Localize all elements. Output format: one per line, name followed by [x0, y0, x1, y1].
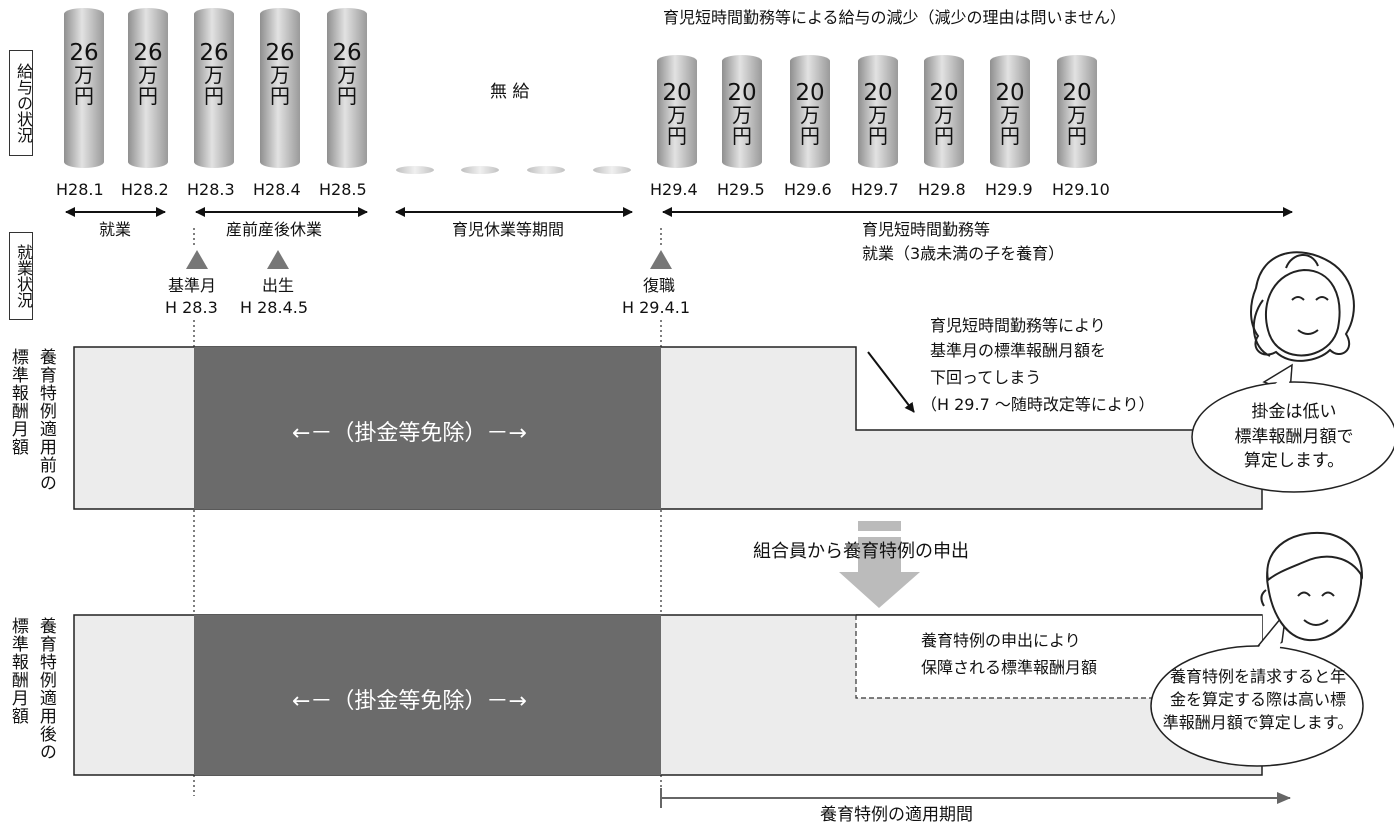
drop-note-line3: 下回ってしまう — [930, 368, 1042, 387]
after-panel — [73, 614, 1263, 776]
application-arrow — [839, 521, 920, 608]
period-short-time: 育児短時間勤務等 — [862, 220, 991, 239]
marker-return: 復職 — [643, 276, 676, 295]
drop-note-line1: 育児短時間勤務等により — [930, 316, 1106, 335]
exempt-label-after: ←－（掛金等免除）－→ — [292, 689, 527, 714]
birth-marker — [267, 250, 289, 269]
base-month-marker — [186, 250, 208, 269]
month-label: H29.8 — [918, 180, 966, 199]
month-label: H29.7 — [851, 180, 899, 199]
drop-note-line4: （H 29.7 ～随時改定等により） — [921, 395, 1155, 414]
salary-row-label: 給与の状況 — [9, 50, 33, 156]
drop-note-line2: 基準月の標準報酬月額を — [930, 341, 1107, 360]
after-label-line1: 標準報酬月額 — [7, 617, 28, 725]
month-label: H29.10 — [1052, 180, 1110, 199]
guarantee-note-line2: 保障される標準報酬月額 — [921, 658, 1098, 677]
month-label: H29.9 — [985, 180, 1033, 199]
marker-return-date: H 29.4.1 — [622, 298, 691, 317]
person-face-icon — [1250, 251, 1355, 362]
bubble-after-text: 養育特例を請求すると年 金を算定する際は高い標 準報酬月額で算定します。 — [1162, 667, 1354, 733]
return-marker — [650, 250, 672, 269]
applicable-period-label: 養育特例の適用期間 — [820, 805, 973, 825]
guarantee-note-line1: 養育特例の申出により — [921, 631, 1081, 650]
marker-base-date: H 28.3 — [165, 298, 218, 317]
period-maternity: 産前産後休業 — [226, 220, 323, 239]
top-note: 育児短時間勤務等による給与の減少（減少の理由は問いません） — [663, 8, 1127, 27]
before-panel — [73, 346, 1263, 510]
after-label-line2: 養育特例適用後の — [35, 617, 56, 761]
month-label: H28.4 — [253, 180, 301, 199]
month-label: H29.4 — [650, 180, 698, 199]
application-label: 組合員から養育特例の申出 — [753, 541, 969, 562]
marker-birth: 出生 — [262, 276, 295, 295]
speech-bubble-after — [1150, 609, 1364, 767]
work-row-label: 就業状況 — [9, 232, 33, 320]
before-label-line2: 養育特例適用前の — [35, 348, 56, 492]
period-work: 就業 — [99, 220, 132, 239]
unpaid-discs — [396, 166, 631, 174]
drop-arrow — [867, 351, 915, 413]
exempt-label-before: ←－（掛金等免除）－→ — [292, 421, 527, 446]
marker-base-month: 基準月 — [168, 276, 217, 295]
person-face-icon-2 — [1260, 531, 1364, 642]
month-label: H29.6 — [784, 180, 832, 199]
speech-bubble-before — [1191, 363, 1394, 493]
month-label: H28.3 — [187, 180, 235, 199]
month-label: H28.2 — [121, 180, 169, 199]
period-short-time-detail: 就業（3歳未満の子を養育） — [862, 244, 1065, 263]
period-childcare-leave: 育児休業等期間 — [452, 220, 565, 239]
bubble-before-text: 掛金は低い 標準報酬月額で 算定します。 — [1234, 402, 1354, 472]
unpaid-label: 無 給 — [490, 82, 530, 102]
salary-columns-low — [657, 55, 1097, 168]
marker-birth-date: H 28.4.5 — [240, 298, 309, 317]
month-label: H28.5 — [319, 180, 367, 199]
month-label: H28.1 — [56, 180, 104, 199]
month-label: H29.5 — [717, 180, 765, 199]
before-label-line1: 標準報酬月額 — [7, 348, 28, 456]
salary-columns-high — [64, 8, 367, 168]
